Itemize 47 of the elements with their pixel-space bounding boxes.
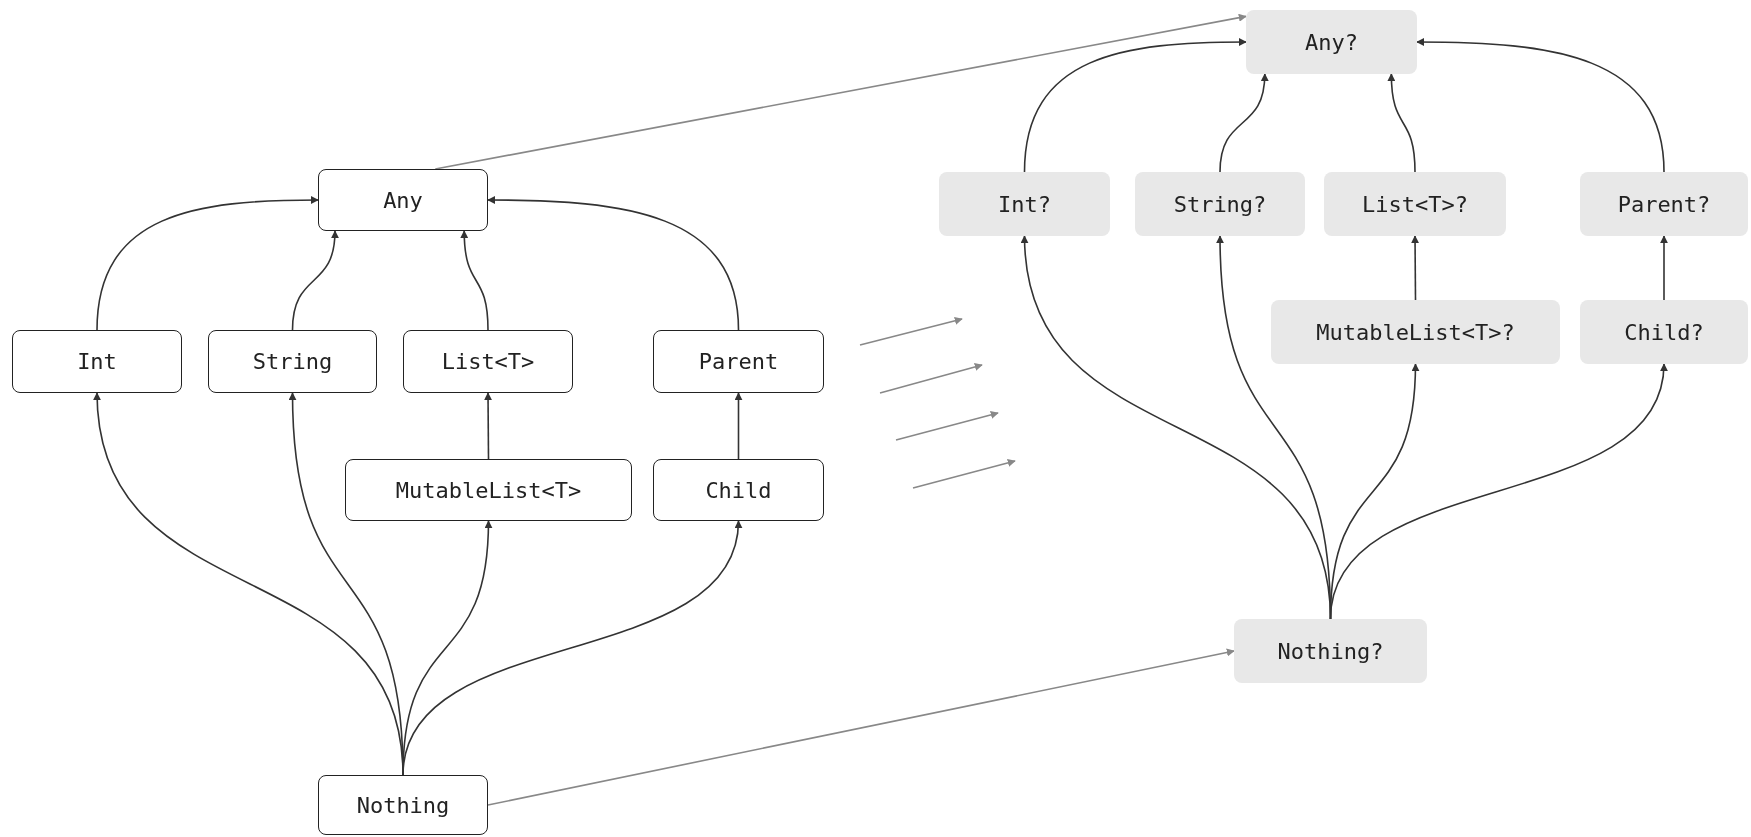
type-name: Nothing?: [1277, 638, 1384, 664]
type-box: [318, 775, 488, 835]
arrow: [1219, 73, 1269, 173]
type-box: [1324, 172, 1506, 236]
type-name: Parent: [698, 349, 779, 374]
type-name: Nothing: [356, 792, 450, 818]
arrow: [1387, 73, 1416, 173]
type-box: [1234, 619, 1427, 683]
type-name: MutableList<T>?: [1316, 319, 1515, 345]
type-name: Child?: [1624, 319, 1704, 345]
arrow: [1329, 363, 1667, 620]
arrow: [1023, 38, 1247, 173]
arrow: [1660, 235, 1668, 301]
arrow: [487, 196, 740, 331]
arrow: [487, 648, 1235, 806]
type-name: Int: [77, 349, 117, 374]
arrow: [734, 392, 743, 460]
arrow: [1411, 235, 1420, 301]
type-box: [653, 459, 824, 521]
type-box: [1135, 172, 1305, 236]
type-box: [208, 330, 377, 393]
arrow: [96, 196, 319, 331]
type-name: Any?: [1305, 29, 1358, 55]
type-name: List<T>?: [1362, 191, 1468, 217]
type-box: [1580, 300, 1748, 364]
type-box: [12, 330, 182, 393]
type-name: Child: [705, 477, 772, 503]
arrow: [291, 230, 339, 331]
type-box: [939, 172, 1110, 236]
type-box: [403, 330, 573, 393]
arrow: [434, 13, 1247, 170]
arrow: [1416, 38, 1665, 173]
arrow: [484, 392, 493, 460]
type-name: MutableList<T>: [395, 477, 582, 503]
type-box: [1580, 172, 1748, 236]
type-name: Any: [383, 187, 423, 213]
type-box: [318, 169, 488, 231]
arrow: [460, 230, 489, 331]
type-name: List<T>: [441, 349, 535, 374]
type-name: Int?: [998, 191, 1051, 217]
type-name: Parent?: [1617, 191, 1711, 217]
type-name: String?: [1173, 191, 1267, 217]
type-name: String: [252, 349, 333, 374]
type-box: [1271, 300, 1560, 364]
type-box: [653, 330, 824, 393]
type-box: [1246, 10, 1417, 74]
type-box: [345, 459, 632, 521]
